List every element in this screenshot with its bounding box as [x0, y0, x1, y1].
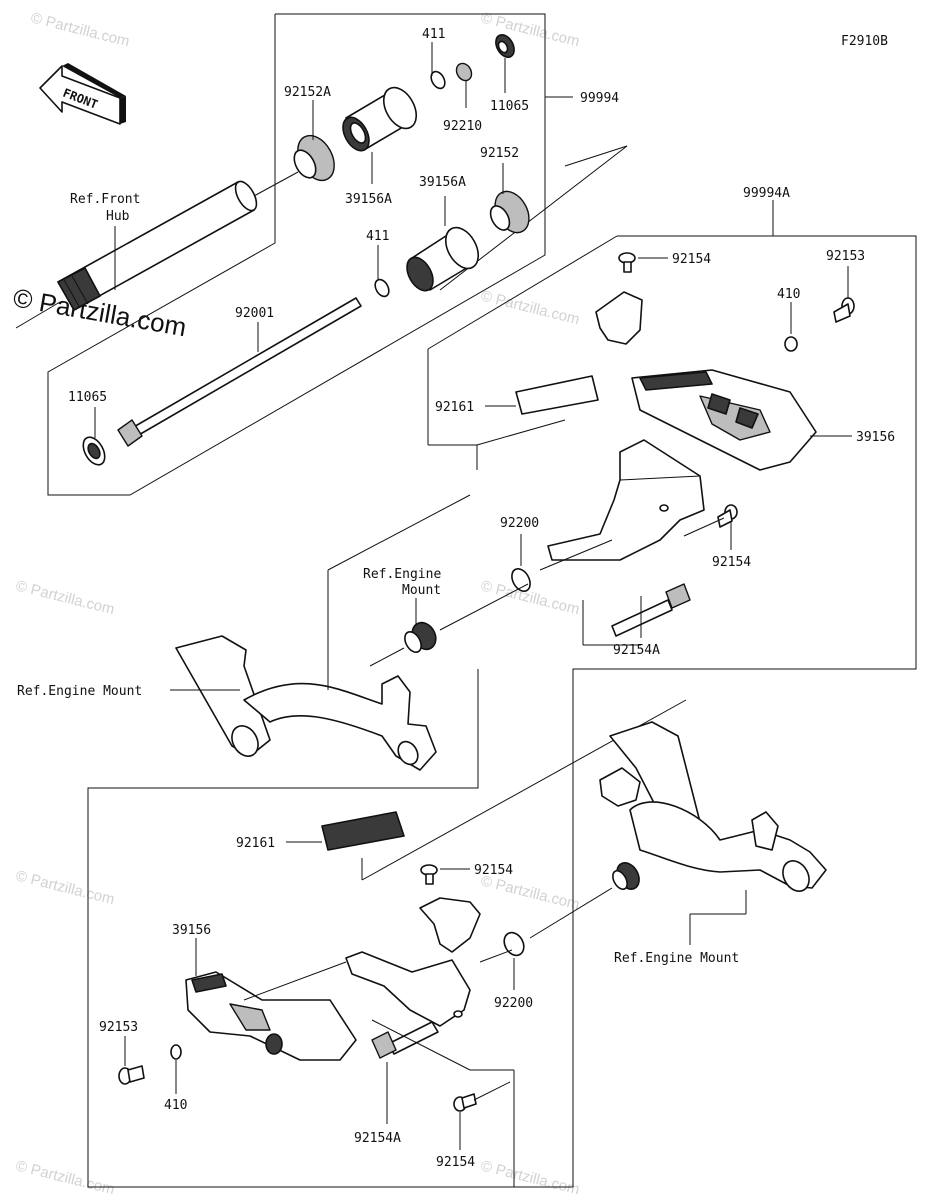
nut-11065-left [82, 436, 106, 466]
part-label: 92154 [712, 555, 751, 570]
slider-cap-39156a-left [342, 86, 418, 152]
bolt-92153-low [118, 1065, 145, 1085]
ref-label: Hub [106, 209, 130, 224]
bracket-small-mid [595, 291, 643, 345]
nut-11065-top [495, 34, 515, 58]
part-label: 92200 [500, 516, 539, 531]
part-label: 410 [777, 287, 800, 302]
part-label: 92152A [284, 85, 331, 100]
collar-92210 [455, 62, 473, 82]
mount-bracket-low [345, 951, 471, 1027]
bolt-92154-mid [717, 504, 738, 528]
bolt-92154-top [618, 252, 636, 273]
part-label: 92154 [436, 1155, 475, 1170]
part-label: 92154 [672, 252, 711, 267]
part-label: 92153 [99, 1020, 138, 1035]
part-label: 11065 [490, 99, 529, 114]
part-label: 39156A [419, 175, 466, 190]
bolt-92154-bottom [453, 1093, 477, 1112]
part-label: 39156 [856, 430, 895, 445]
watermark: © Partzilla.com [29, 9, 131, 50]
part-label: 410 [164, 1098, 187, 1113]
leaders-top [94, 42, 506, 438]
collar-ref-engine-mount-low [612, 862, 640, 891]
ref-label: Mount [402, 583, 441, 598]
slider-cap-39156a-right [406, 226, 480, 292]
axle-bolt-92001 [117, 297, 362, 447]
front-direction-arrow: FRONT [39, 63, 126, 125]
ref-label: Ref.Engine Mount [614, 951, 739, 966]
watermark: © Partzilla.com [479, 9, 581, 50]
spacer-92152 [489, 190, 530, 234]
mount-bracket-mid [547, 439, 705, 561]
part-label: 92210 [443, 119, 482, 134]
part-label: 99994A [743, 186, 790, 201]
spacer-92152a [293, 134, 335, 182]
ref-label: Ref.Front [70, 192, 140, 207]
part-label: 92152 [480, 146, 519, 161]
part-label: 11065 [68, 390, 107, 405]
collar-ref-engine-mount-mid [404, 621, 437, 654]
part-label: 92161 [236, 836, 275, 851]
mid-section-frame [427, 200, 917, 930]
part-label: 92154 [474, 863, 513, 878]
frame-slider-39156-right [631, 369, 817, 471]
washer-92200-low [503, 931, 525, 957]
frame-slider-39156-left [185, 971, 357, 1061]
bolt-92154a-low [371, 1021, 439, 1059]
washer-411-top [430, 70, 446, 90]
part-label: 39156 [172, 923, 211, 938]
sticker-92161-mid [515, 375, 599, 415]
watermark: © Partzilla.com [479, 872, 581, 913]
bracket-small-low [419, 897, 481, 953]
leaders-mid [170, 257, 852, 691]
ref-label: Ref.Engine [363, 567, 441, 582]
washer-410-low [170, 1044, 182, 1060]
washer-410-top [784, 336, 798, 352]
watermark: © Partzilla.com [14, 867, 116, 908]
part-label: 99994 [580, 91, 619, 106]
watermark: © Partzilla.com [14, 577, 116, 618]
part-label: 411 [422, 27, 445, 42]
engine-mount-right [599, 721, 827, 892]
top-section-frame [47, 13, 573, 496]
part-label: 92161 [435, 400, 474, 415]
engine-mount-mid [175, 635, 437, 771]
part-label: 39156A [345, 192, 392, 207]
part-label: 92001 [235, 306, 274, 321]
part-label: 411 [366, 229, 389, 244]
washer-411-mid [374, 278, 390, 298]
leaders-bottom [124, 841, 747, 1187]
bolt-92154-low [420, 864, 438, 885]
part-label: 92154A [354, 1131, 401, 1146]
bolt-92153-top [833, 297, 855, 323]
part-label: 92154A [613, 643, 660, 658]
watermark: © Partzilla.com [479, 1157, 581, 1198]
bolt-92154a-mid [611, 583, 691, 637]
ref-label: Ref.Engine Mount [17, 684, 142, 699]
part-label: 92200 [494, 996, 533, 1011]
watermark: © Partzilla.com [479, 287, 581, 328]
figure-code: F2910B [841, 34, 888, 49]
sticker-92161-low [321, 811, 405, 851]
watermark: © Partzilla.com [14, 1157, 116, 1198]
part-label: 92153 [826, 249, 865, 264]
front-hub [15, 171, 299, 329]
